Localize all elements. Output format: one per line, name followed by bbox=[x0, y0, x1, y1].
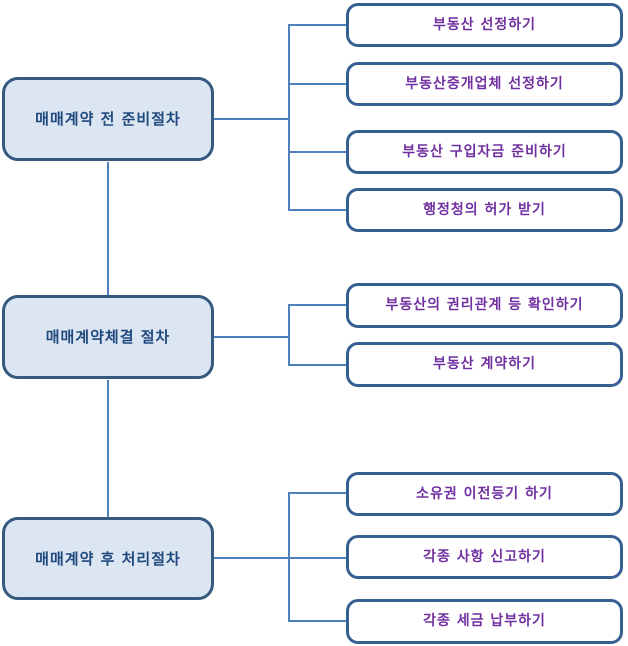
connector-line bbox=[214, 118, 290, 120]
step-get-permission[interactable]: 행정청의 허가 받기 bbox=[346, 188, 623, 232]
step-transfer-registration[interactable]: 소유권 이전등기 하기 bbox=[346, 472, 623, 516]
stage-pre-contract-prep[interactable]: 매매계약 전 준비절차 bbox=[2, 77, 214, 161]
connector-line bbox=[214, 336, 290, 338]
step-prepare-funds[interactable]: 부동산 구입자금 준비하기 bbox=[346, 130, 623, 174]
connector-line bbox=[289, 304, 346, 306]
connector-line bbox=[289, 83, 346, 85]
stage-post-contract[interactable]: 매매계약 후 처리절차 bbox=[2, 517, 214, 600]
connector-line bbox=[288, 492, 290, 622]
step-report-matters[interactable]: 각종 사항 신고하기 bbox=[346, 535, 623, 579]
step-select-property[interactable]: 부동산 선정하기 bbox=[346, 3, 623, 47]
connector-line bbox=[288, 24, 290, 211]
connector-line bbox=[289, 364, 346, 366]
connector-line bbox=[107, 162, 109, 295]
stage-contract-conclusion[interactable]: 매매계약체결 절차 bbox=[2, 295, 214, 379]
connector-line bbox=[289, 151, 346, 153]
connector-line bbox=[289, 492, 346, 494]
connector-line bbox=[288, 304, 290, 366]
step-select-brokerage[interactable]: 부동산중개업체 선정하기 bbox=[346, 62, 623, 106]
connector-line bbox=[289, 24, 346, 26]
connector-line bbox=[214, 557, 346, 559]
step-pay-taxes[interactable]: 각종 세금 납부하기 bbox=[346, 599, 623, 644]
step-verify-rights[interactable]: 부동산의 권리관계 등 확인하기 bbox=[346, 283, 623, 328]
step-sign-contract[interactable]: 부동산 계약하기 bbox=[346, 342, 623, 387]
connector-line bbox=[289, 209, 346, 211]
connector-line bbox=[107, 380, 109, 517]
connector-line bbox=[289, 620, 346, 622]
